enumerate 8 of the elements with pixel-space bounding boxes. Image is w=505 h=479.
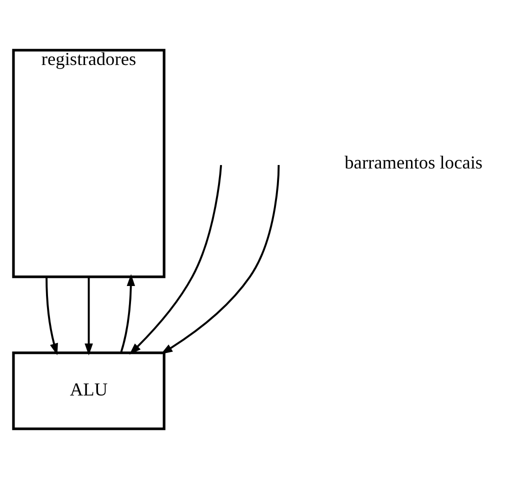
arrow <box>129 164 222 355</box>
node-box: registradores <box>12 48 166 278</box>
arrow <box>84 277 93 356</box>
arrow <box>46 277 58 356</box>
label: barramentos locais <box>344 152 483 172</box>
arrow <box>120 274 136 353</box>
node-box: ALU <box>12 351 166 430</box>
arrow <box>160 165 280 354</box>
